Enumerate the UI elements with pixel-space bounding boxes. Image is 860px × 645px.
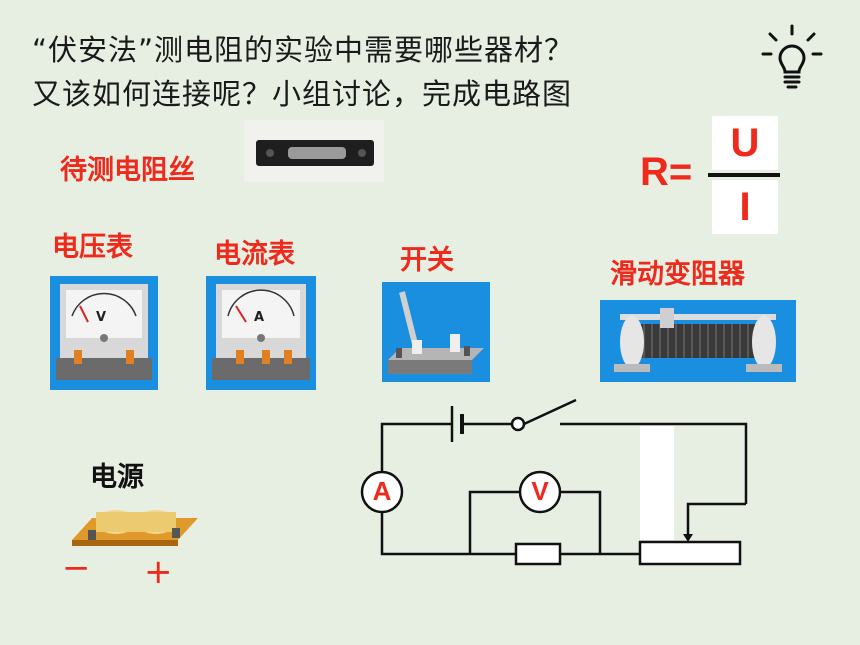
ammeter-symbol (360, 470, 404, 514)
switch-label: 开关 (400, 245, 454, 276)
resistor-symbol (514, 542, 562, 566)
switch-pivot (510, 416, 526, 432)
formula-denominator: I (712, 180, 778, 234)
formula-numerator: U (712, 116, 778, 170)
voltmeter-label: 电压表 (52, 232, 133, 263)
ammeter-symbol-letter: A (372, 476, 392, 506)
question-line-2: 又该如何连接呢？小组讨论，完成电路图 (32, 77, 573, 111)
circuit-diagram (360, 398, 748, 566)
resistor-wire-label: 待测电阻丝 (60, 155, 195, 186)
voltmeter-symbol (518, 470, 562, 514)
lightbulb-icon (761, 24, 823, 89)
slider-arrow (683, 534, 693, 542)
ammeter-label: 电流表 (214, 239, 295, 270)
battery-minus-label: − (62, 548, 91, 588)
rheostat-photo (600, 300, 796, 382)
rheostat-symbol (638, 540, 742, 566)
formula-lhs: R= (640, 150, 693, 194)
battery-holder-icon (72, 510, 198, 546)
power-source-label: 电源 (90, 462, 144, 493)
fraction-bar (708, 173, 780, 177)
voltmeter-symbol-letter: V (531, 476, 549, 506)
switch-blade (523, 398, 577, 426)
ammeter-photo: A (206, 276, 316, 390)
voltmeter-face-letter: V (96, 310, 107, 325)
question-line-1: “伏安法”测电阻的实验中需要哪些器材？ (32, 33, 575, 67)
question-text: “伏安法”测电阻的实验中需要哪些器材？ 又该如何连接呢？小组讨论，完成电路图 (32, 28, 832, 116)
ammeter-face-letter: A (254, 310, 265, 325)
switch-photo (382, 282, 490, 382)
resistor-wire-photo (244, 120, 384, 182)
white-strip (640, 426, 674, 540)
rheostat-label: 滑动变阻器 (610, 259, 745, 290)
battery-plus-label: + (144, 552, 173, 592)
voltmeter-photo: V (50, 276, 158, 390)
